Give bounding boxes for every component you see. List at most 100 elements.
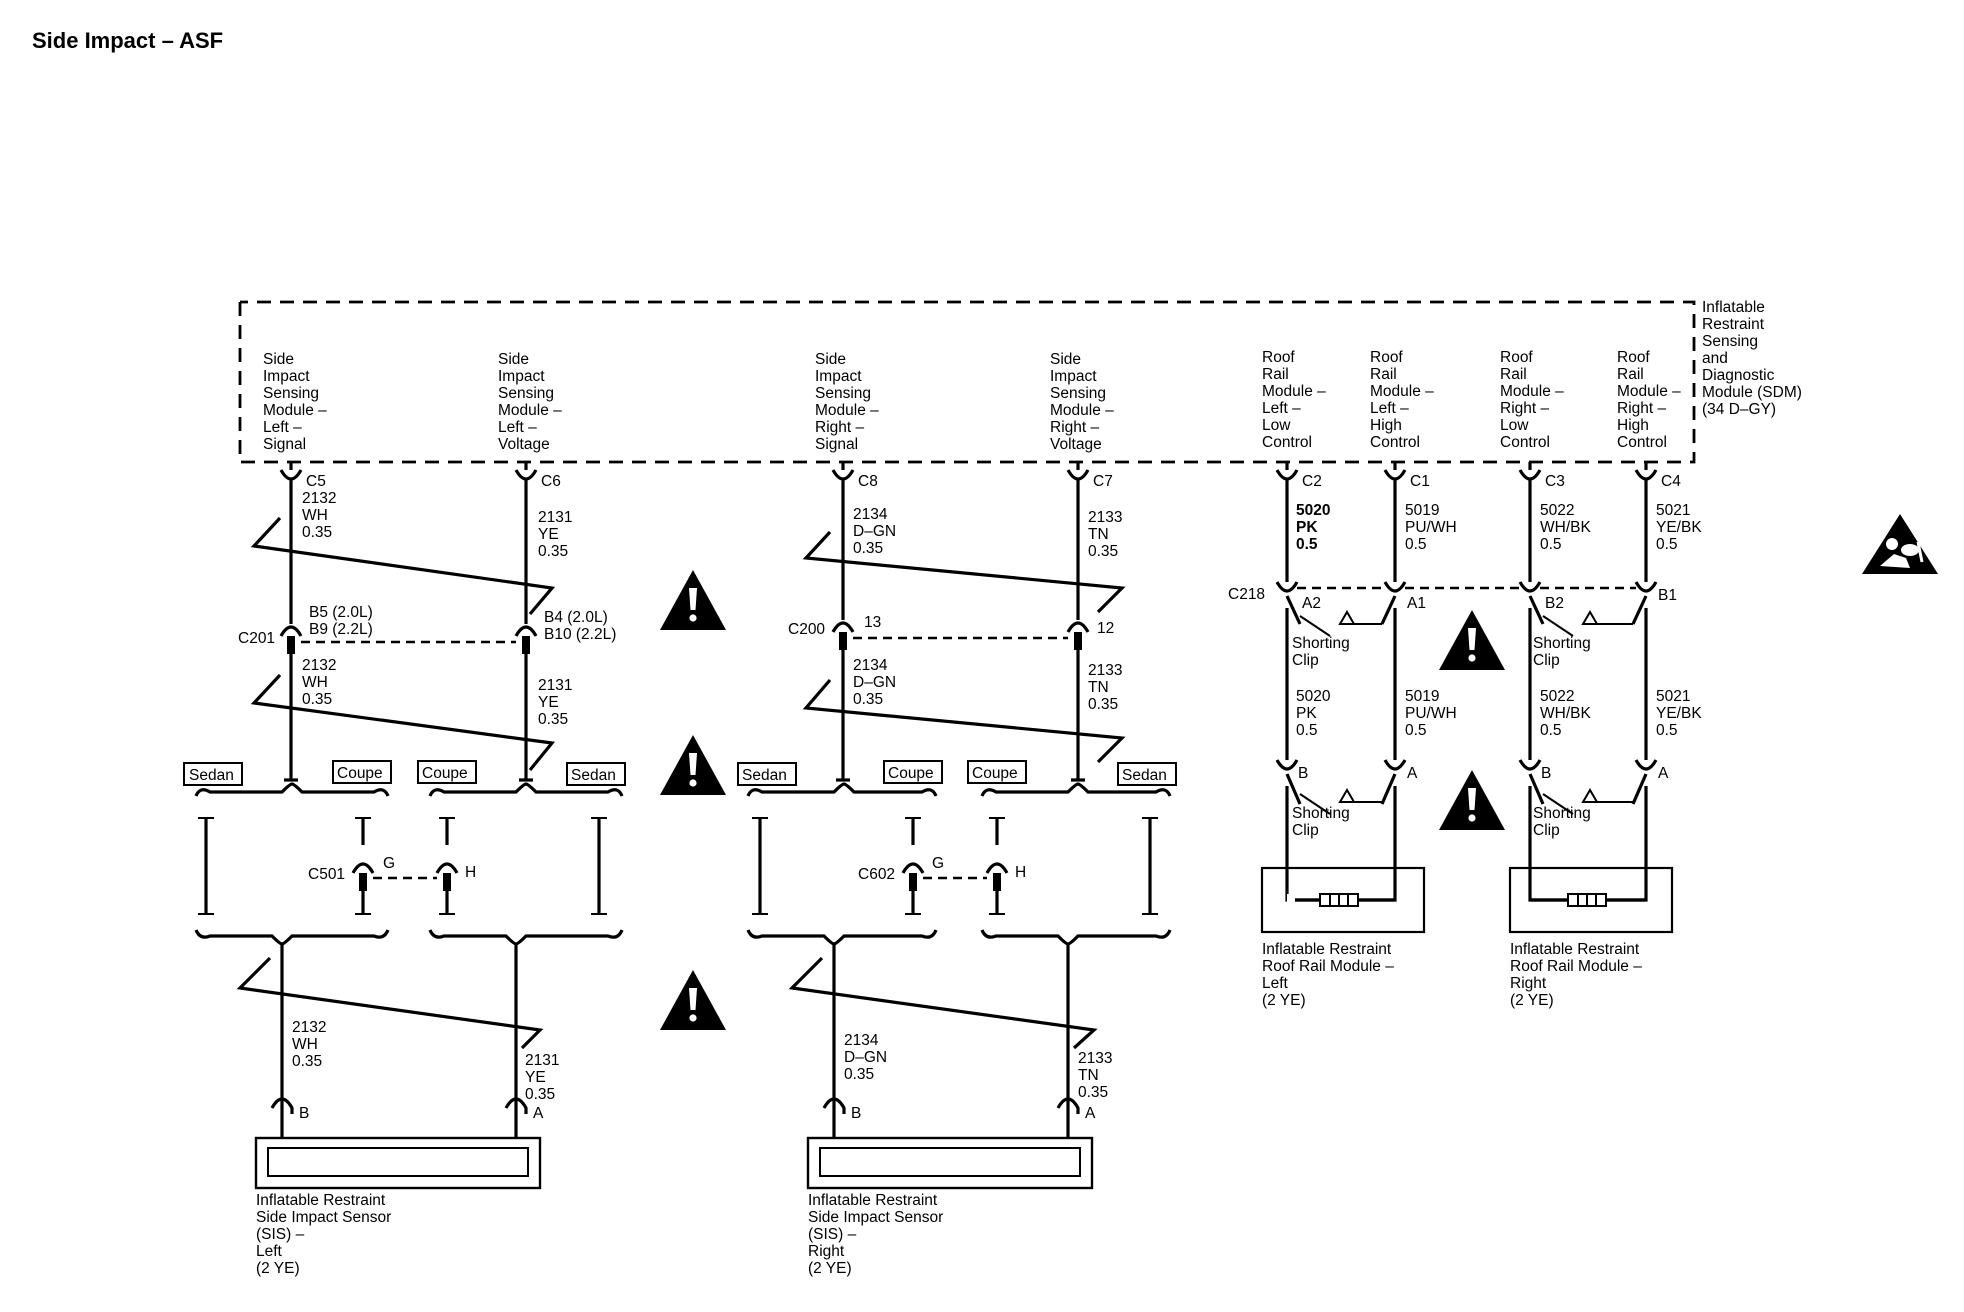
c501-pin-h: H (465, 864, 476, 881)
warning-triangle-icon (660, 970, 726, 1030)
wire-label-right-signal-low: 2134 D–GN 0.35 (844, 1032, 891, 1083)
cavity-c4: C4 (1661, 473, 1681, 490)
warning-triangle-icon (660, 735, 726, 795)
sis-left-pin-b: B (299, 1105, 309, 1122)
sdm-pin-label-sis-left-voltage: Side Impact Sensing Module – Left – Volt… (498, 351, 566, 453)
roof-rail-module-left (1260, 866, 1426, 934)
variant-tags-left (183, 760, 626, 786)
sdm-pin-label-roof-right-high: Roof Rail Module – Right – High Control (1617, 349, 1685, 451)
cavity-c2: C2 (1302, 473, 1322, 490)
sis-right-pin-b: B (851, 1105, 861, 1122)
wire-label-c1-lower: 5019 PU/WH 0.5 (1405, 688, 1461, 739)
wire-label-c4-lower: 5021 YE/BK 0.5 (1656, 688, 1706, 739)
wire-label-c1-upper: 5019 PU/WH 0.5 (1405, 502, 1461, 553)
sdm-pin-label-roof-left-low: Roof Rail Module – Left – Low Control (1262, 349, 1330, 451)
right-sis-wires (802, 480, 1126, 780)
roof-rail-lower-wires (1285, 608, 1648, 760)
right-lower-wires (788, 944, 1098, 1138)
right-variant-routing (746, 778, 1172, 946)
wire-label-c6-mid: 2131 YE 0.35 (538, 677, 577, 728)
shorting-clip-label-2: Shorting Clip (1533, 635, 1595, 669)
c218-pin-b1: B1 (1658, 587, 1677, 604)
sdm-label: Inflatable Restraint Sensing and Diagnos… (1702, 299, 1806, 418)
c200-pin-left: 13 (864, 614, 881, 631)
sdm-boundary (238, 300, 1696, 464)
roof-right-label: Inflatable Restraint Roof Rail Module – … (1510, 941, 1646, 1009)
cavity-c7: C7 (1093, 473, 1113, 490)
variant-coupe-4: Coupe (972, 765, 1018, 782)
cavity-c1: C1 (1410, 473, 1430, 490)
wire-label-c4-upper: 5021 YE/BK 0.5 (1656, 502, 1706, 553)
roof-left-label: Inflatable Restraint Roof Rail Module – … (1262, 941, 1398, 1009)
sdm-pin-label-sis-right-signal: Side Impact Sensing Module – Right – Sig… (815, 351, 883, 453)
connector-c201-label: C201 (238, 630, 275, 647)
roof-left-pin-a: A (1407, 765, 1418, 782)
wire-label-c2-lower: 5020 PK 0.5 (1296, 688, 1335, 739)
cavity-c3: C3 (1545, 473, 1565, 490)
variant-coupe-2: Coupe (422, 765, 468, 782)
c201-pin-right: B4 (2.0L) B10 (2.2L) (544, 609, 616, 643)
sdm-terminals (279, 462, 1658, 481)
c200-pin-right: 12 (1097, 620, 1114, 637)
sis-left-label: Inflatable Restraint Side Impact Sensor … (256, 1192, 396, 1277)
variant-sedan-4: Sedan (1122, 767, 1167, 784)
connector-c218-label: C218 (1228, 586, 1265, 603)
roof-rail-module-right (1508, 866, 1674, 934)
variant-sedan-1: Sedan (189, 767, 234, 784)
wire-label-c2-upper: 5020 PK 0.5 (1296, 502, 1335, 553)
variant-coupe-3: Coupe (888, 765, 934, 782)
variant-sedan-3: Sedan (742, 767, 787, 784)
variant-sedan-2: Sedan (571, 767, 616, 784)
page-title: Side Impact – ASF (32, 28, 223, 53)
connector-c218 (1275, 581, 1658, 637)
sdm-pin-label-roof-right-low: Roof Rail Module – Right – Low Control (1500, 349, 1568, 451)
left-variant-routing (194, 778, 624, 946)
wire-label-c5-mid: 2132 WH 0.35 (302, 657, 341, 708)
warning-triangle-icon (1439, 770, 1505, 830)
sis-right-component (806, 1136, 1094, 1190)
cavity-c5: C5 (306, 473, 326, 490)
connector-c200 (831, 621, 1090, 650)
variant-coupe-1: Coupe (337, 765, 383, 782)
sdm-pin-label-sis-right-voltage: Side Impact Sensing Module – Right – Vol… (1050, 351, 1118, 453)
connector-c602-label: C602 (858, 866, 895, 883)
sdm-pin-label-sis-left-signal: Side Impact Sensing Module – Left – Sign… (263, 351, 331, 453)
wire-label-right-voltage-low: 2133 TN 0.35 (1078, 1050, 1117, 1101)
wire-label-c8-mid: 2134 D–GN 0.35 (853, 657, 900, 708)
sis-right-pin-a: A (1085, 1105, 1096, 1122)
connector-c200-label: C200 (788, 621, 825, 638)
c602-pin-g: G (932, 855, 944, 872)
wire-label-c7-upper: 2133 TN 0.35 (1088, 509, 1127, 560)
roof-right-pin-b: B (1541, 765, 1551, 782)
cavity-c6: C6 (541, 473, 561, 490)
c602-pin-h: H (1015, 864, 1026, 881)
c218-pin-b2: B2 (1545, 595, 1564, 612)
c501-pin-g: G (383, 855, 395, 872)
wire-label-left-signal-low: 2132 WH 0.35 (292, 1019, 331, 1070)
c218-pin-a1: A1 (1407, 595, 1426, 612)
roof-rail-upper-wires (1285, 480, 1648, 582)
sis-right-label: Inflatable Restraint Side Impact Sensor … (808, 1192, 948, 1277)
shorting-clip-label-3: Shorting Clip (1292, 805, 1354, 839)
warning-triangle-icon (1439, 610, 1505, 670)
roof-right-pin-a: A (1658, 765, 1669, 782)
sis-left-pin-a: A (533, 1105, 544, 1122)
c201-pin-left: B5 (2.0L) B9 (2.2L) (309, 604, 377, 638)
cavity-c8: C8 (858, 473, 878, 490)
wire-label-c5-upper: 2132 WH 0.35 (302, 490, 341, 541)
connector-c501-label: C501 (308, 866, 345, 883)
left-sis-wires (250, 480, 556, 780)
roof-left-pin-b: B (1298, 765, 1308, 782)
wire-label-c3-lower: 5022 WH/BK 0.5 (1540, 688, 1595, 739)
c218-pin-a2: A2 (1302, 595, 1321, 612)
connector-c201 (279, 625, 538, 654)
wire-label-left-voltage-low: 2131 YE 0.35 (525, 1052, 564, 1103)
shorting-clip-label-1: Shorting Clip (1292, 635, 1354, 669)
variant-tags-right (737, 760, 1177, 786)
airbag-system-icon (1862, 514, 1938, 574)
wire-label-c6-upper: 2131 YE 0.35 (538, 509, 577, 560)
wire-label-c8-upper: 2134 D–GN 0.35 (853, 506, 900, 557)
sdm-pin-label-roof-left-high: Roof Rail Module – Left – High Control (1370, 349, 1438, 451)
sis-left-component (254, 1136, 542, 1190)
